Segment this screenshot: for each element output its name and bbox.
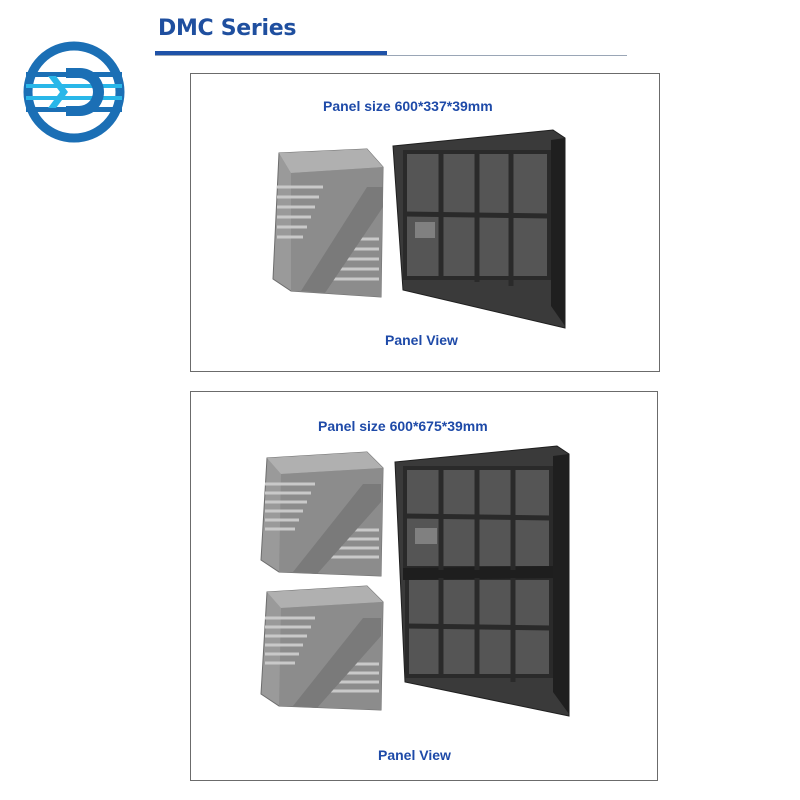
company-logo-icon [23,41,125,143]
panel-view-label: Panel View [378,747,451,763]
panel-cover-image [260,451,384,577]
panel-card-small: Panel size 600*337*39mm Panel View [190,73,660,372]
panel-size-label: Panel size 600*675*39mm [318,418,488,434]
panel-frame-image [392,129,566,329]
header-accent-bar [155,51,387,55]
panel-view-label: Panel View [385,332,458,348]
panel-card-large: Panel size 600*675*39mm Panel View [190,391,658,781]
series-title: DMC Series [158,16,297,41]
header-divider [155,55,627,56]
panel-frame-image [394,445,570,717]
panel-size-label: Panel size 600*337*39mm [323,98,493,114]
panel-cover-image [272,148,384,298]
panel-cover-image [260,585,384,711]
